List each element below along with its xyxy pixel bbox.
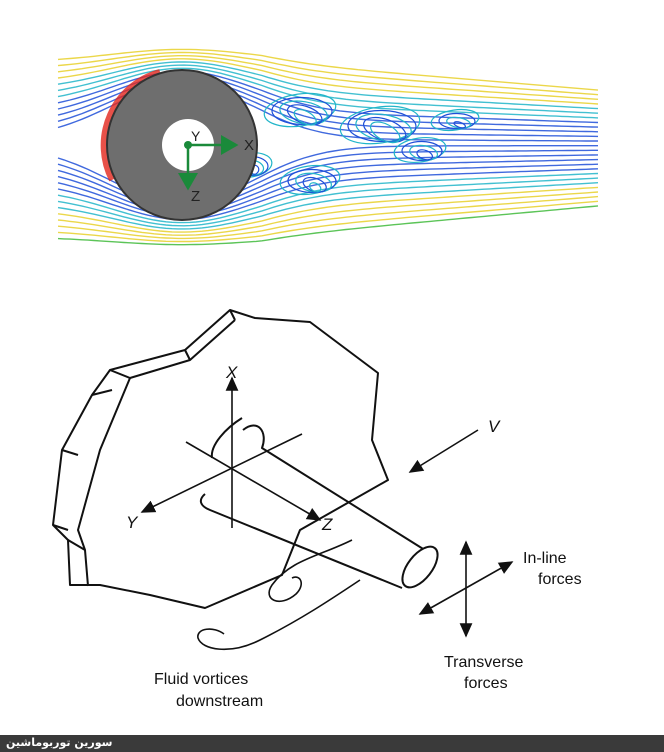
wake-loop xyxy=(393,136,447,164)
flow-x-label: X xyxy=(244,137,254,154)
vortices-downstream xyxy=(197,539,361,651)
streamline xyxy=(57,200,599,243)
inline-forces-label-1: In-line xyxy=(523,550,567,567)
axis-z-label: Z xyxy=(321,515,333,534)
inline-forces-label-2: forces xyxy=(538,571,582,588)
wake-loop xyxy=(438,112,476,130)
streamline xyxy=(57,205,599,246)
streamline xyxy=(57,168,599,221)
wake-loop xyxy=(279,164,341,196)
streamline xyxy=(57,186,599,233)
wake-loop xyxy=(446,116,472,129)
transverse-forces-label-2: forces xyxy=(464,675,508,692)
wake-loop xyxy=(453,121,467,129)
wake-loop xyxy=(347,109,417,143)
streamline xyxy=(57,55,599,100)
wake-loop xyxy=(355,113,412,142)
pipe-cylinder xyxy=(199,417,439,589)
support-structure xyxy=(52,309,389,609)
wake-loop xyxy=(401,140,443,162)
flow-z-label: Z xyxy=(191,188,200,205)
wake-loop xyxy=(308,182,322,193)
wake-loop xyxy=(271,96,333,126)
footer-text: سورین توربوماشین xyxy=(6,736,113,749)
axis-y-label: Y xyxy=(126,513,139,532)
flow-origin xyxy=(184,141,192,149)
wake-loop xyxy=(369,121,401,144)
streamline xyxy=(57,51,599,96)
stagnation-highlight xyxy=(100,69,161,182)
streamline xyxy=(57,58,599,105)
flow-axes: X Y Z xyxy=(178,128,254,205)
wake-loop xyxy=(295,172,332,193)
streamline xyxy=(57,67,599,119)
streamline xyxy=(57,182,599,230)
streamline xyxy=(57,177,599,227)
streamline xyxy=(57,48,599,91)
mechanism-figure xyxy=(52,309,514,651)
footer-bar: سورین توربوماشین xyxy=(0,735,664,752)
flow-figure: X Y Z xyxy=(57,48,599,246)
flow-direction-arrow xyxy=(408,429,479,473)
wake-loop xyxy=(416,149,434,161)
mechanism-labels: X Y Z V In-line forces Transverse forces… xyxy=(126,363,582,710)
vortices-label-1: Fluid vortices xyxy=(154,671,248,688)
streamline xyxy=(57,61,599,110)
wake-vortices xyxy=(227,92,480,196)
vortices-label-2: downstream xyxy=(176,693,263,710)
wake-loop xyxy=(293,108,317,126)
axis-z-arrow xyxy=(185,441,322,521)
streamline xyxy=(57,191,599,236)
wake-loop xyxy=(430,108,480,132)
wake-loop xyxy=(279,100,328,125)
inline-force-arrow-left xyxy=(418,587,467,615)
transverse-forces-label-1: Transverse xyxy=(444,654,524,671)
wake-loop xyxy=(339,105,421,145)
streamline xyxy=(57,195,599,240)
axis-y-arrow xyxy=(140,433,303,513)
inline-force-arrow-right xyxy=(465,561,514,589)
axis-x-label: X xyxy=(225,363,238,382)
wake-loop xyxy=(409,144,439,161)
wake-loop xyxy=(263,92,337,128)
flow-y-label: Y xyxy=(191,128,201,144)
wake-loop xyxy=(287,168,337,194)
flow-velocity-label: V xyxy=(488,417,501,436)
